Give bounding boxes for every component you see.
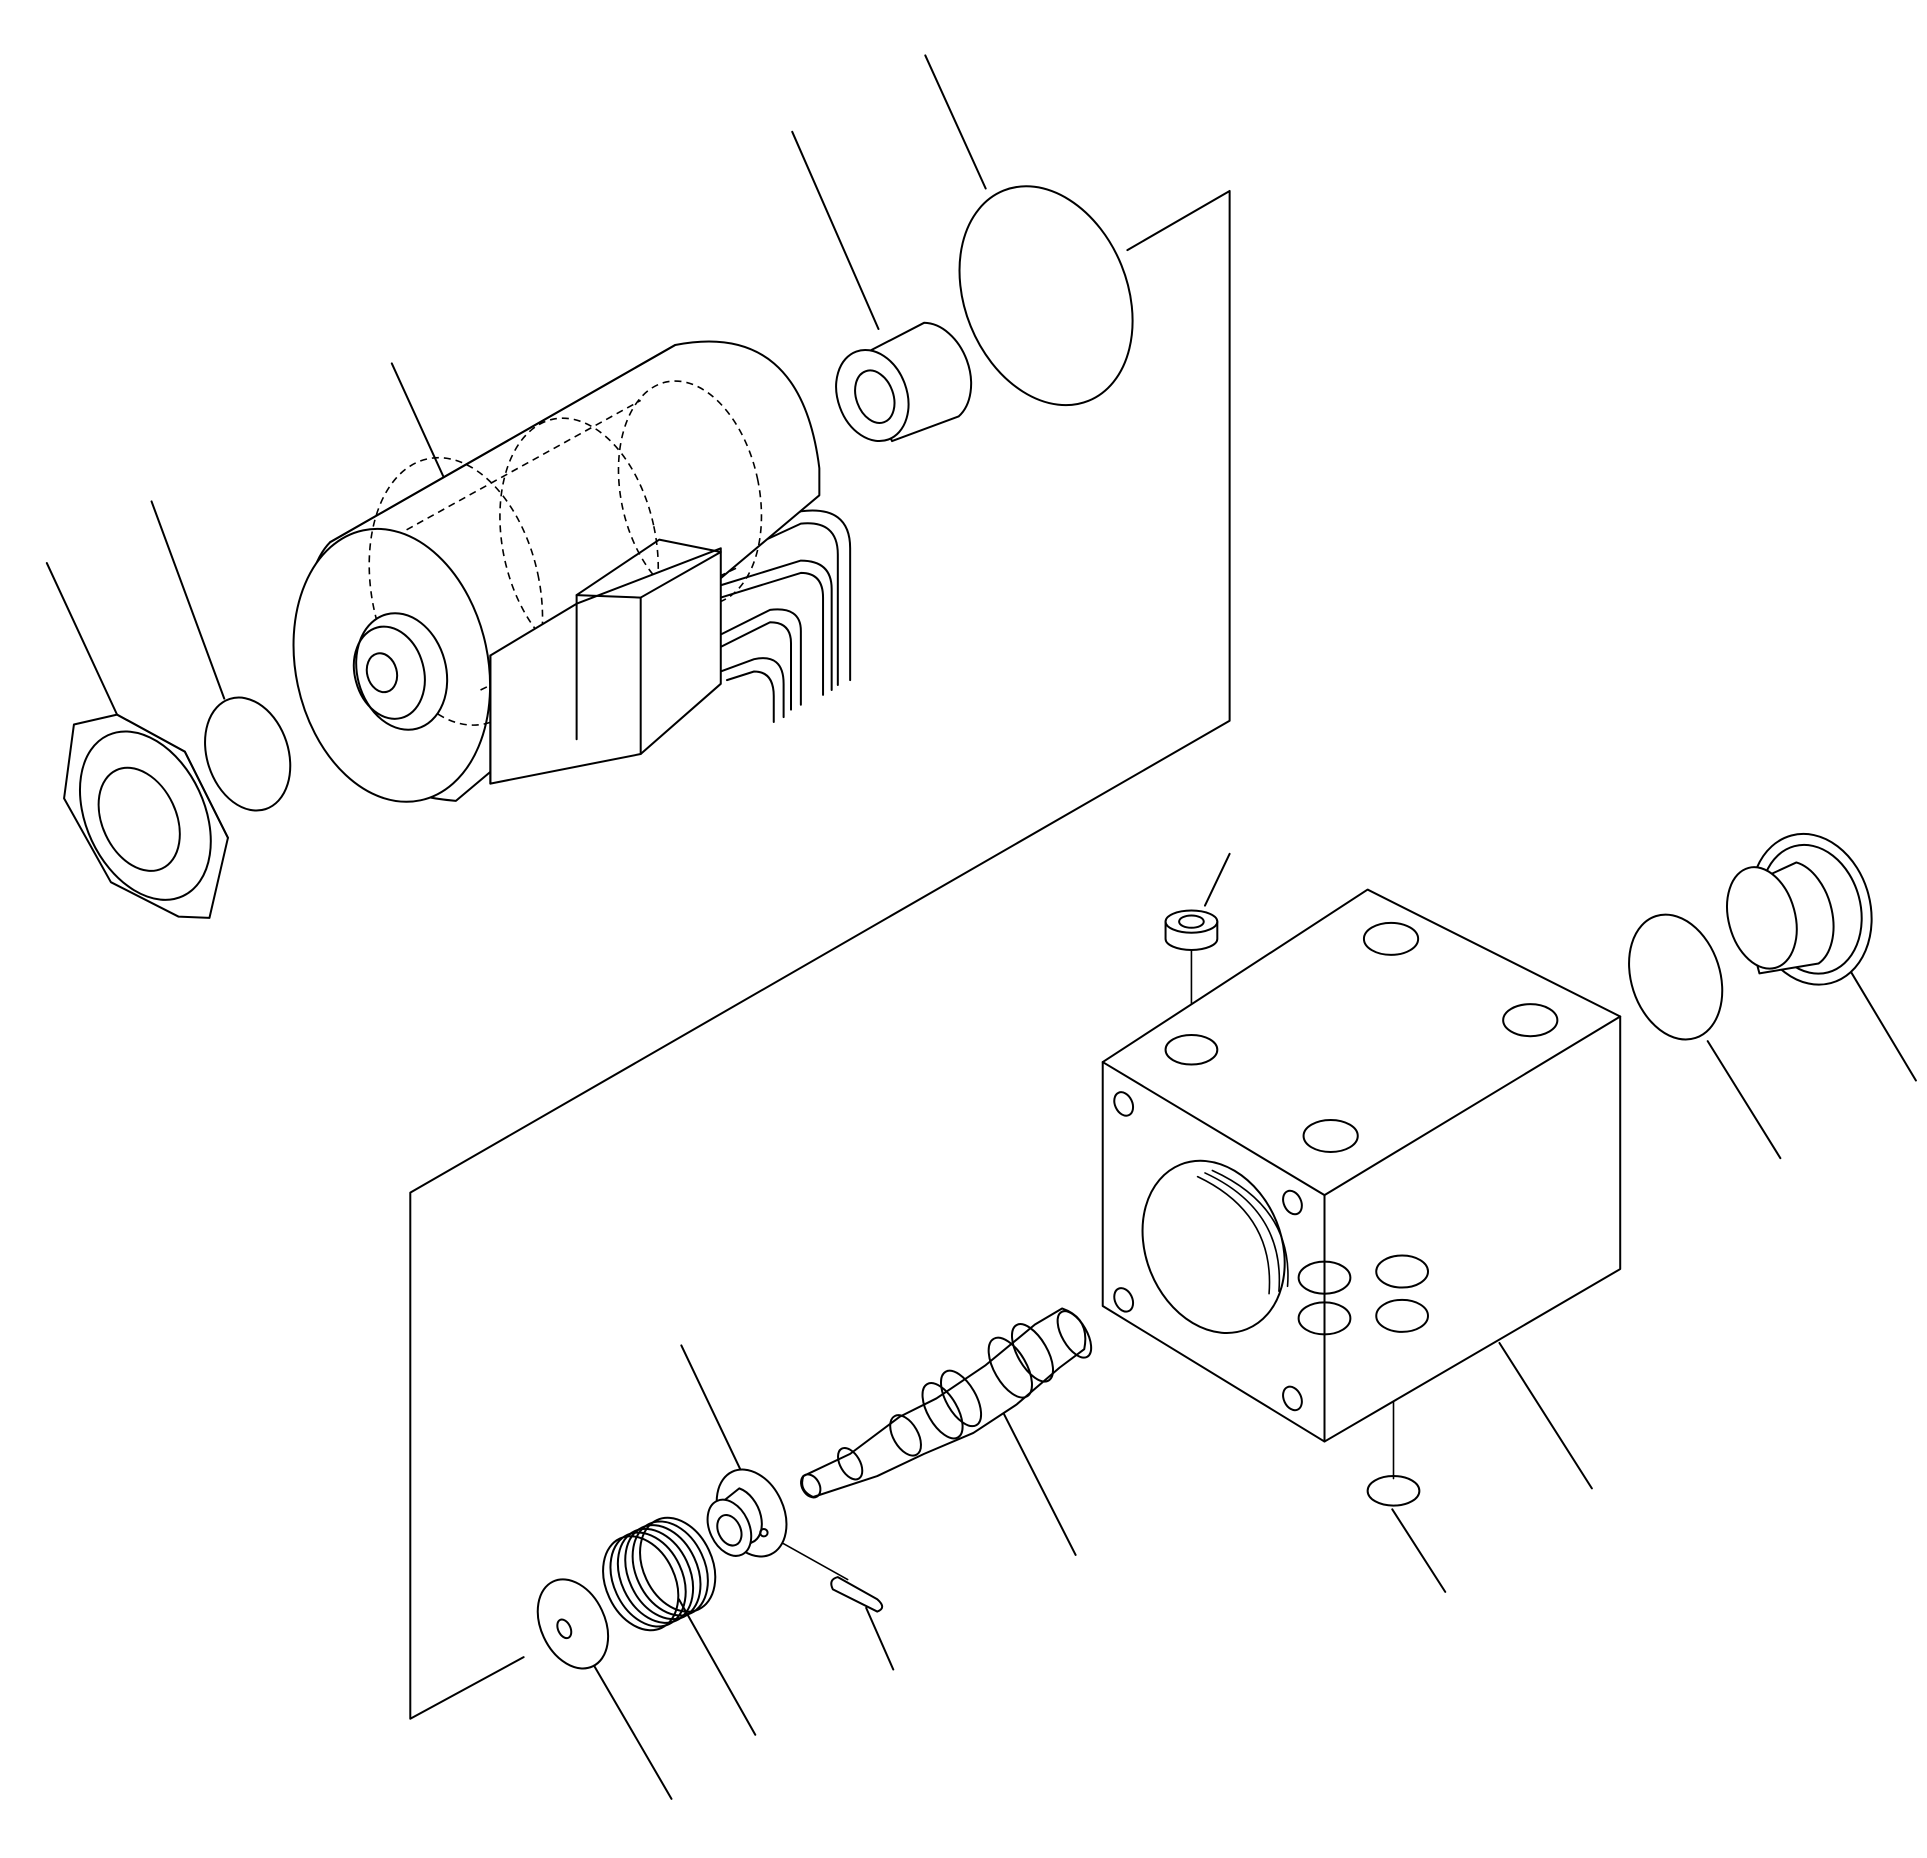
leader-washer [588,1655,672,1799]
washer [524,1568,622,1680]
leader-spring [679,1599,755,1735]
leader-valve-body [1499,1343,1591,1488]
leader-small-top-seal [1205,854,1230,906]
leader-spring-retainer [681,1345,741,1472]
solenoid-coil [269,341,850,820]
port-o-ring [1368,1476,1420,1506]
spacer-sleeve [824,323,971,451]
spring [589,1506,730,1643]
spring-retainer [699,1458,800,1568]
small-top-seal [1166,911,1218,950]
leader-lock-nut [47,563,117,715]
nut-o-ring [191,686,304,821]
leader-port-o-ring [1392,1509,1445,1592]
valve-body [1103,890,1620,1442]
leader-end-plug [1848,967,1916,1080]
coil-lead-wires [721,511,850,722]
spool [797,1306,1098,1501]
end-plug [1716,820,1888,998]
large-o-ring [928,160,1164,431]
plug-o-ring [1614,902,1738,1051]
leader-large-o-ring [925,55,985,188]
leader-spacer-sleeve [792,132,878,329]
leader-lines [47,55,1916,1798]
lock-nut [54,710,236,921]
kit-bracket-outline [410,191,1229,1719]
leader-plug-o-ring [1708,1041,1781,1158]
leader-pin [866,1608,893,1670]
pin [831,1577,882,1611]
leader-spool [1004,1414,1075,1554]
leader-nut-o-ring [152,501,225,698]
